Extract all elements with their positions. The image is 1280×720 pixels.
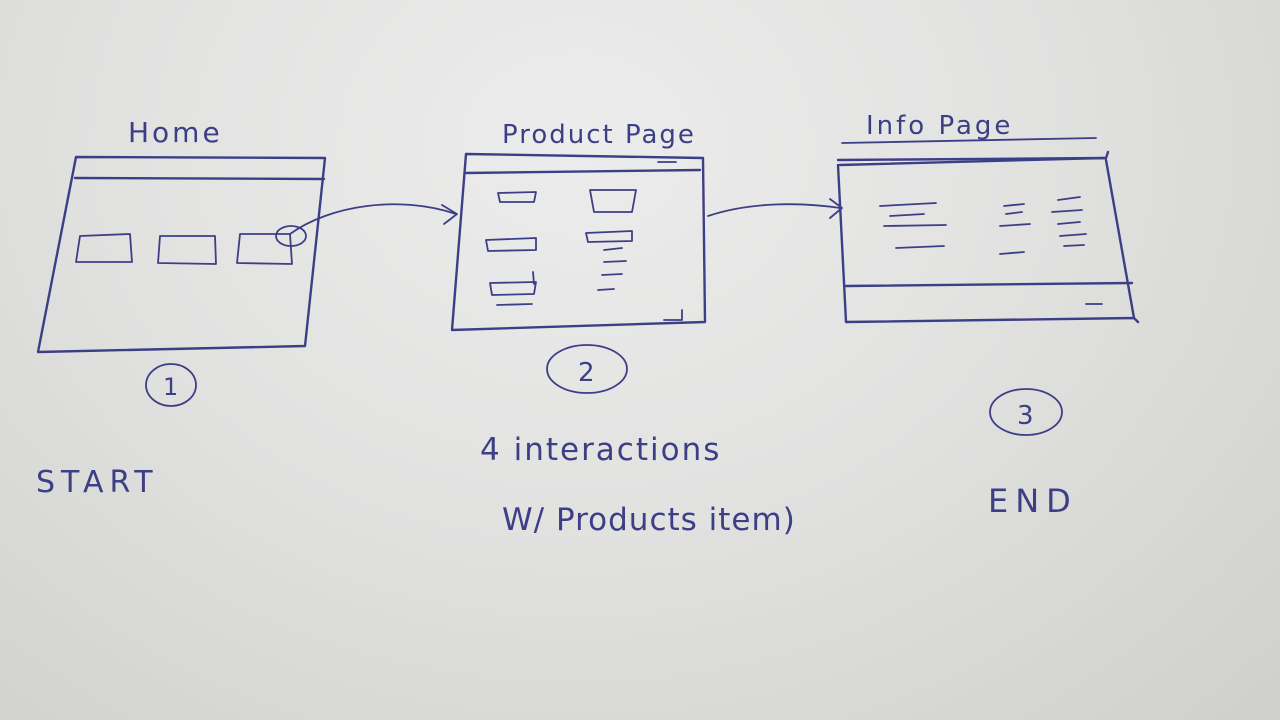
home-frame — [36, 155, 327, 354]
start-label: START — [36, 465, 159, 500]
home-card-2 — [157, 235, 217, 265]
info-title: Info Page — [866, 111, 1013, 141]
home-tap-target — [275, 225, 307, 247]
product-item-1 — [497, 191, 537, 203]
product-header-bar — [464, 168, 702, 175]
home-card-3 — [236, 233, 293, 265]
home-card-1 — [75, 233, 133, 263]
arrow-home-to-product — [289, 203, 457, 235]
arrowhead-2 — [829, 198, 843, 219]
info-frame — [836, 150, 1140, 324]
step-1-number: 1 — [163, 373, 178, 401]
home-screen: Home — [36, 116, 327, 354]
step-2-number: 2 — [578, 358, 595, 388]
product-item-2 — [485, 237, 537, 252]
arrowhead-1 — [441, 204, 458, 225]
step-3-number: 3 — [1017, 401, 1034, 431]
product-title: Product Page — [502, 120, 696, 150]
product-corner-mark — [663, 309, 683, 321]
product-detail-lines — [597, 247, 627, 291]
info-text-lines-left — [879, 202, 947, 249]
info-footer-bar — [844, 281, 1134, 288]
step-3-badge: 3 — [989, 388, 1063, 436]
info-text-lines-right — [999, 196, 1087, 255]
home-header-bar — [73, 176, 326, 181]
info-header-bar — [838, 156, 1106, 167]
product-item-5 — [585, 230, 633, 243]
product-item-3 — [489, 271, 537, 296]
interactions-line-2: W/ Products item) — [502, 502, 796, 538]
step-2-badge: 2 — [546, 344, 628, 394]
arrow-product-to-info — [707, 203, 841, 217]
product-item-3-line — [496, 303, 533, 306]
interactions-line-1: 4 interactions — [480, 432, 721, 468]
info-title-underline — [841, 137, 1097, 144]
home-title: Home — [128, 116, 223, 149]
step-1-badge: 1 — [145, 363, 197, 407]
product-item-4 — [589, 189, 637, 213]
info-screen: Info Page — [836, 111, 1140, 324]
product-screen: Product Page — [450, 120, 707, 332]
product-frame — [450, 152, 707, 332]
end-label: END — [988, 482, 1078, 520]
